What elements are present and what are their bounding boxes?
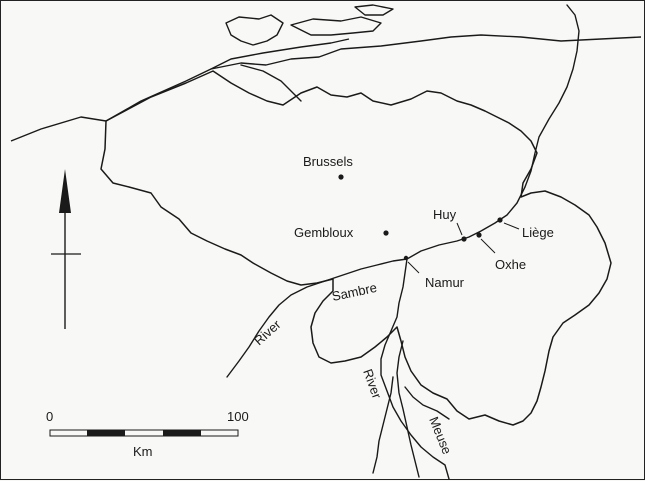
label-meuse-name: Meuse <box>426 415 455 457</box>
brussels-dot <box>338 174 344 180</box>
label-oxhe: Oxhe <box>495 257 526 272</box>
namur-dot <box>403 255 409 261</box>
label-sambre-name: Sambre <box>331 280 379 304</box>
liege-dot <box>497 217 503 223</box>
scale-segment-4 <box>163 430 201 436</box>
namur-leader <box>407 261 420 274</box>
oxhe-leader <box>480 238 496 254</box>
scale-unit: Km <box>133 444 153 459</box>
river-meuse <box>380 4 580 480</box>
island-north <box>354 4 394 16</box>
scale-bar <box>49 429 239 437</box>
scale-label-max: 100 <box>227 409 249 424</box>
label-huy: Huy <box>433 207 457 222</box>
river-scheldt <box>240 64 302 102</box>
island-walcheren <box>225 14 284 46</box>
river-tributary-1 <box>396 340 420 478</box>
huy-leader <box>456 222 463 236</box>
island-beveland <box>290 16 382 36</box>
label-sambre-river: River <box>251 316 284 348</box>
gembloux-dot <box>383 230 389 236</box>
north-arrow-icon <box>51 169 81 329</box>
label-brussels: Brussels <box>303 154 353 169</box>
huy-dot <box>461 236 467 242</box>
river-sambre <box>226 258 408 378</box>
estuary-line <box>210 38 350 70</box>
scale-segment-2 <box>87 430 125 436</box>
label-namur: Namur <box>425 275 465 290</box>
country-border <box>100 70 612 426</box>
river-meuse-channel <box>372 376 394 474</box>
label-gembloux: Gembloux <box>294 225 354 240</box>
river-tributary-2 <box>404 386 450 420</box>
label-liege: Liège <box>522 225 554 240</box>
liege-leader <box>503 222 520 230</box>
scale-label-min: 0 <box>46 409 53 424</box>
oxhe-dot <box>476 232 482 238</box>
